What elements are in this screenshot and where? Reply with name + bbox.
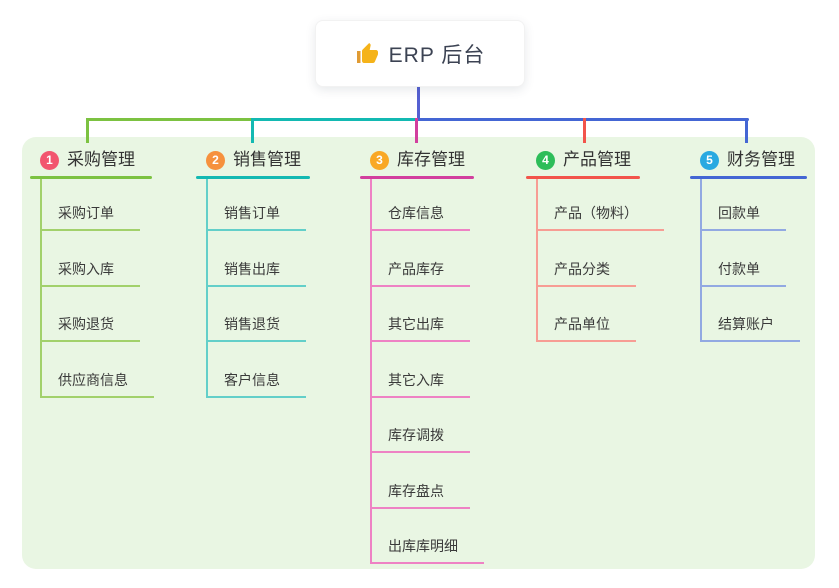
branch-header[interactable]: 产品管理: [563, 150, 631, 169]
branch-underline: [360, 176, 474, 179]
branch-number-badge: 3: [370, 151, 389, 170]
branch-underline: [690, 176, 807, 179]
bus-line-segment: [252, 118, 418, 121]
child-node[interactable]: 其它出库: [370, 314, 470, 342]
branch-drop-line: [582, 118, 586, 143]
child-node[interactable]: 采购退货: [40, 314, 140, 342]
children-spine-line: [370, 179, 372, 564]
branch-number-badge: 2: [206, 151, 225, 170]
child-node[interactable]: 其它入库: [370, 370, 470, 398]
trunk-line: [416, 85, 420, 121]
child-node[interactable]: 付款单: [700, 259, 786, 287]
children-spine-line: [536, 179, 538, 342]
bus-line-segment: [86, 118, 254, 121]
child-node[interactable]: 销售订单: [206, 203, 306, 231]
child-node[interactable]: 库存盘点: [370, 481, 470, 509]
branch-number-badge: 4: [536, 151, 555, 170]
child-node[interactable]: 采购订单: [40, 203, 140, 231]
child-node[interactable]: 仓库信息: [370, 203, 470, 231]
branch-header[interactable]: 库存管理: [397, 150, 465, 169]
branch-underline: [526, 176, 640, 179]
branch-header[interactable]: 财务管理: [727, 150, 795, 169]
thumbs-up-icon: [355, 42, 379, 66]
root-node[interactable]: ERP 后台: [315, 20, 525, 87]
child-node[interactable]: 采购入库: [40, 259, 140, 287]
child-node[interactable]: 销售出库: [206, 259, 306, 287]
children-spine-line: [40, 179, 42, 398]
branch-number-badge: 1: [40, 151, 59, 170]
branch-drop-line: [415, 118, 418, 143]
child-node[interactable]: 结算账户: [700, 314, 800, 342]
branches-panel: [22, 137, 815, 569]
branch-underline: [30, 176, 152, 179]
child-node[interactable]: 销售退货: [206, 314, 306, 342]
children-spine-line: [700, 179, 702, 342]
child-node[interactable]: 回款单: [700, 203, 786, 231]
children-spine-line: [206, 179, 208, 398]
branch-number-badge: 5: [700, 151, 719, 170]
branch-header[interactable]: 采购管理: [67, 150, 135, 169]
branch-drop-line: [744, 118, 748, 143]
child-node[interactable]: 产品单位: [536, 314, 636, 342]
child-node[interactable]: 产品（物料）: [536, 203, 664, 231]
child-node[interactable]: 供应商信息: [40, 370, 154, 398]
branch-underline: [196, 176, 310, 179]
child-node[interactable]: 出库库明细: [370, 536, 484, 564]
child-node[interactable]: 产品库存: [370, 259, 470, 287]
child-node[interactable]: 客户信息: [206, 370, 306, 398]
child-node[interactable]: 库存调拨: [370, 425, 470, 453]
branch-drop-line: [250, 118, 254, 143]
branch-header[interactable]: 销售管理: [233, 150, 301, 169]
root-label: ERP 后台: [388, 43, 486, 67]
child-node[interactable]: 产品分类: [536, 259, 636, 287]
branch-drop-line: [86, 118, 89, 143]
